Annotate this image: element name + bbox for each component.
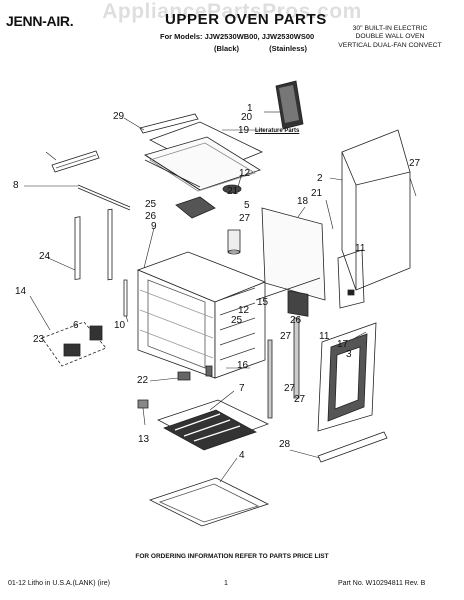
bracket-drawing xyxy=(145,160,200,187)
variant-stainless: (Stainless) xyxy=(269,44,308,53)
callout-19: 19 xyxy=(238,125,250,136)
callout-25-b: 25 xyxy=(231,315,243,326)
callout-8: 8 xyxy=(13,180,19,191)
callout-16: 16 xyxy=(237,360,249,371)
callout-1: 1 xyxy=(247,103,253,114)
callout-21: 21 xyxy=(311,188,323,199)
model-variants: (Black) (Stainless) xyxy=(214,44,335,53)
variant-black: (Black) xyxy=(214,44,240,53)
page-title: UPPER OVEN PARTS xyxy=(165,11,327,28)
watermark: AppliancePartsPros.com xyxy=(102,0,362,23)
callout-10: 10 xyxy=(114,320,126,331)
litho-info: 01-12 Litho in U.S.A.(LANK) (ire) xyxy=(8,580,110,587)
door-frame-drawing xyxy=(318,323,376,431)
callout-28: 28 xyxy=(279,439,291,450)
callout-12: 12 xyxy=(239,168,251,179)
callout-27-c: 27 xyxy=(280,331,292,342)
slide-clip-drawing xyxy=(138,400,148,408)
convection-fan-drawing xyxy=(176,185,241,254)
side-rail-drawing xyxy=(75,209,112,280)
front-trim-drawing xyxy=(140,114,198,133)
callout-25: 25 xyxy=(145,199,157,210)
description-line: 30" BUILT-IN ELECTRIC xyxy=(352,25,428,32)
models-line: For Models: JJW2530WB00, JJW2530WS00 xyxy=(160,32,315,41)
callout-23: 23 xyxy=(33,334,45,345)
brand-logo: JENN-AIR. xyxy=(6,13,74,29)
callout-12-b: 12 xyxy=(238,305,250,316)
callout-17: 17 xyxy=(337,339,349,350)
callout-9: 9 xyxy=(151,221,157,232)
callout-20: 20 xyxy=(241,112,253,123)
callout-7: 7 xyxy=(239,383,245,394)
callout-18: 18 xyxy=(297,196,309,207)
callout-26-b: 26 xyxy=(290,315,302,326)
top-panel-drawing xyxy=(145,122,262,191)
callout-27-e: 27 xyxy=(294,394,306,405)
ordering-note: FOR ORDERING INFORMATION REFER TO PARTS … xyxy=(135,553,329,560)
hinge-drawing xyxy=(178,366,212,380)
outer-cabinet-drawing xyxy=(342,130,410,290)
side-panel-drawing xyxy=(338,250,364,308)
description-line: DOUBLE WALL OVEN xyxy=(355,33,425,41)
rear-panel-drawing xyxy=(262,208,325,316)
literature-parts-label: Literature Parts xyxy=(255,128,300,134)
callout-21-b: 21 xyxy=(227,186,239,197)
callout-3: 3 xyxy=(346,349,352,360)
hinge-rail-drawing xyxy=(256,278,320,418)
callout-11-b: 11 xyxy=(355,243,366,254)
callout-14: 14 xyxy=(15,286,27,297)
control-box-drawing xyxy=(42,322,106,366)
bar-drawing xyxy=(78,185,130,210)
part-number: Part No. W10294811 Rev. B xyxy=(338,580,426,587)
product-description: 30" BUILT-IN ELECTRIC DOUBLE WALL OVEN V… xyxy=(320,25,460,50)
callout-11: 11 xyxy=(319,331,330,342)
lower-rack-drawing xyxy=(150,478,268,526)
callout-6: 6 xyxy=(73,320,79,331)
callout-13: 13 xyxy=(138,434,150,445)
callout-26: 26 xyxy=(145,211,157,222)
callout-2: 2 xyxy=(317,173,323,184)
description-line: VERTICAL DUAL-FAN CONVECT xyxy=(338,41,442,49)
callout-15: 15 xyxy=(257,297,269,308)
callout-22: 22 xyxy=(137,375,149,386)
small-rail-drawing xyxy=(124,280,127,316)
callout-5: 5 xyxy=(244,200,250,211)
callout-27-b: 27 xyxy=(409,158,421,169)
left-trim-drawing xyxy=(52,151,99,172)
callout-24: 24 xyxy=(39,251,51,262)
page-number: 1 xyxy=(224,580,228,587)
callout-27: 27 xyxy=(239,213,251,224)
right-trim-drawing xyxy=(318,432,387,462)
callout-29: 29 xyxy=(113,111,125,122)
oven-cavity-drawing xyxy=(138,252,265,378)
oven-rack-drawing xyxy=(158,400,268,450)
literature-booklet-drawing xyxy=(276,81,303,129)
callout-27-d: 27 xyxy=(284,383,296,394)
callout-4: 4 xyxy=(239,450,245,461)
